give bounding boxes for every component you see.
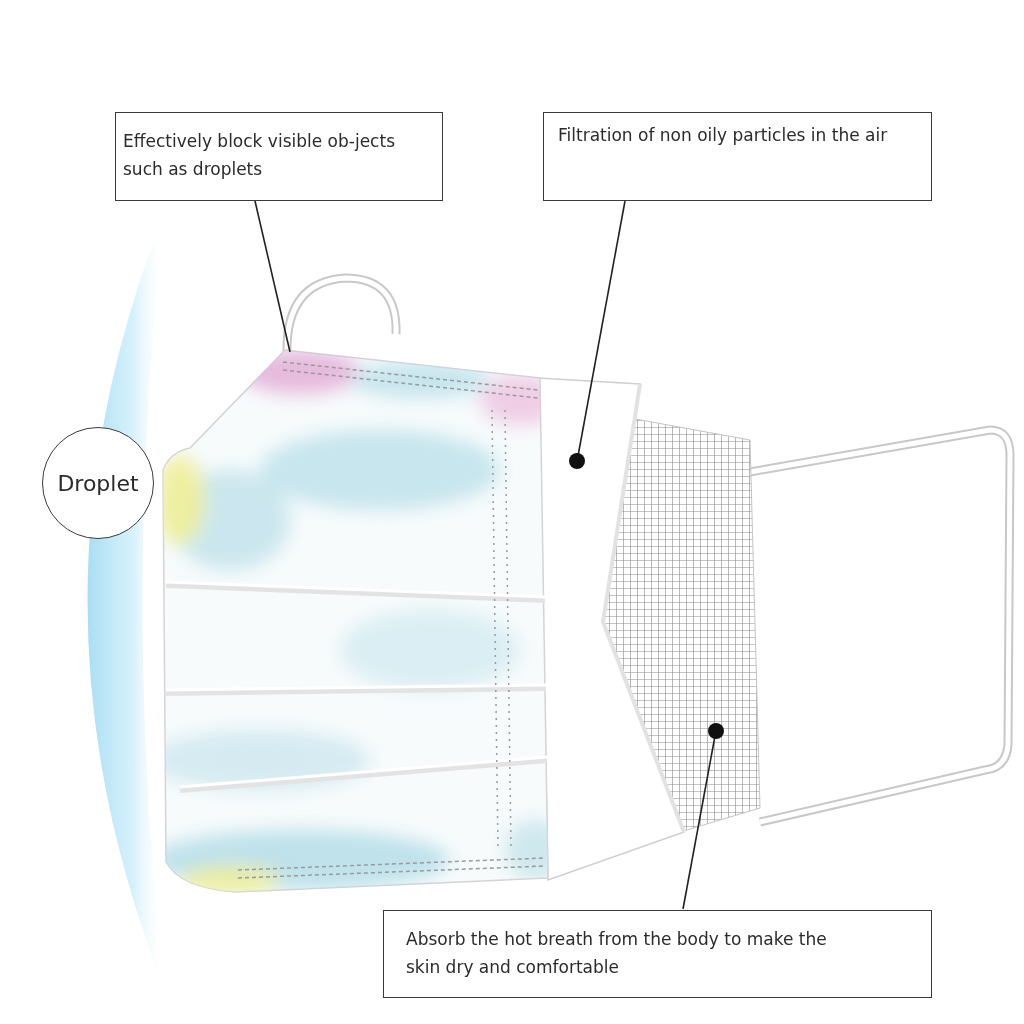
leader-line [683,736,715,909]
callout-dot [569,453,585,469]
outer-panel [150,350,565,894]
callout-text: Effectively block visible ob-jects such … [123,127,423,183]
layer-shadow [603,384,684,832]
ear-loop [750,430,1010,822]
droplet-shield [88,212,166,990]
droplet-label: Droplet [57,471,138,496]
callout-box: Filtration of non oily particles in the … [543,112,932,201]
callout-text: Filtration of non oily particles in the … [558,121,917,149]
callout-box: Effectively block visible ob-jects such … [115,112,443,201]
leader-line [255,201,290,352]
middle-filter-layer [538,378,684,880]
droplet-circle: Droplet [42,427,154,539]
ear-loop [287,278,396,352]
leader-line [578,201,625,456]
callout-dot [708,723,724,739]
callout-text: Absorb the hot breath from the body to m… [406,925,846,981]
ear-loop [750,430,1010,822]
callout-box: Absorb the hot breath from the body to m… [383,910,932,998]
ear-loop [287,278,396,352]
